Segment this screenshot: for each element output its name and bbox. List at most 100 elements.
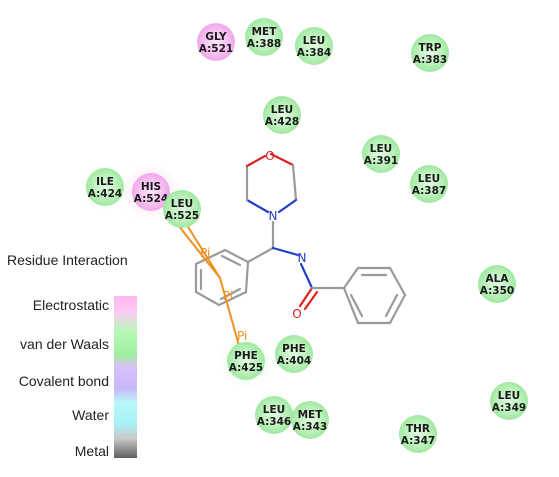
ligand-bond <box>246 246 275 264</box>
residue-chain: A:387 <box>412 185 446 197</box>
ligand-bond <box>349 293 364 318</box>
residue-chain: A:388 <box>247 38 281 50</box>
residue-chain: A:349 <box>492 402 526 414</box>
residue-name: ILE <box>96 176 114 188</box>
atom-nitrogen-morpholine: N <box>269 209 278 223</box>
residue-name: LEU <box>418 173 440 185</box>
atom-oxygen-carbonyl: O <box>292 307 301 321</box>
residue-name: ALA <box>486 273 510 285</box>
residue-name: LEU <box>370 143 392 155</box>
residue-disc <box>362 135 400 173</box>
residue-chain: A:347 <box>401 435 435 447</box>
residue-name: PHE <box>282 343 306 355</box>
residue-chain: A:343 <box>293 421 327 433</box>
residue-chain: A:521 <box>199 43 233 55</box>
residue-disc <box>291 401 329 439</box>
ligand-bond <box>271 246 300 257</box>
residue-disc <box>132 173 170 211</box>
residue-name: LEU <box>271 104 293 116</box>
residue-name: MET <box>298 409 324 421</box>
residue-chain: A:391 <box>364 155 398 167</box>
ligand-bond <box>219 287 242 301</box>
legend-label-vdw: van der Waals <box>20 336 109 352</box>
residue-chain: A:524 <box>134 193 168 205</box>
atom-nitrogen-amide: N <box>298 251 307 265</box>
residue-disc <box>478 265 516 303</box>
pi-label: Pi <box>237 329 247 343</box>
residue-disc <box>86 168 124 206</box>
residue-chain: A:424 <box>88 188 122 200</box>
residue-name: TRP <box>419 42 442 54</box>
residue-name: LEU <box>171 198 193 210</box>
residue-name: GLY <box>205 31 227 43</box>
residue-disc <box>295 27 333 65</box>
legend-title: Residue Interaction <box>7 252 128 268</box>
ligand-bond <box>269 152 295 167</box>
residue-disc <box>275 335 313 373</box>
pi-label: Pi <box>200 246 210 260</box>
residue-name: LEU <box>498 390 520 402</box>
residue-name: PHE <box>234 350 258 362</box>
residue-name: LEU <box>263 404 285 416</box>
ligand-bond <box>245 154 267 168</box>
legend-label-covalent: Covalent bond <box>18 373 109 389</box>
residue-chain: A:384 <box>297 47 331 59</box>
residue-chain: A:425 <box>229 362 263 374</box>
residue-name: MET <box>252 26 278 38</box>
ligand-bond <box>303 290 319 311</box>
residue-disc <box>410 165 448 203</box>
residue-chain: A:428 <box>265 116 299 128</box>
residue-disc <box>227 342 265 380</box>
residue-name: LEU <box>303 35 325 47</box>
residue-chain: A:383 <box>413 54 447 66</box>
ligand-bond <box>299 262 314 290</box>
benzoyl-ring <box>342 266 407 325</box>
residue-chain: A:350 <box>480 285 514 297</box>
legend-label-water: Water <box>72 407 109 423</box>
ligand-bond <box>277 198 298 214</box>
residue-disc <box>490 382 528 420</box>
residue-disc <box>245 18 283 56</box>
legend-color-bar <box>114 296 137 458</box>
residue-name: HIS <box>141 181 161 193</box>
legend-label-metal: Metal <box>74 443 109 459</box>
residue-name: THR <box>406 423 430 435</box>
residue-disc <box>197 23 235 61</box>
ligand-bond <box>291 163 298 202</box>
atom-oxygen-morpholine: O <box>265 149 274 163</box>
ligand-bond <box>220 254 242 267</box>
residue-disc <box>263 96 301 134</box>
residue-disc <box>399 415 437 453</box>
ligand-bond <box>298 286 314 308</box>
ligand <box>194 152 407 325</box>
residue-disc <box>255 396 293 434</box>
residue-chain: A:404 <box>277 355 311 367</box>
residue-chain: A:346 <box>257 416 291 428</box>
residue-disc <box>411 34 449 72</box>
residue-disc <box>163 190 201 228</box>
phenyl-ring <box>194 248 250 307</box>
pi-label: Pi <box>223 289 233 303</box>
legend-label-electrostatic: Electrostatic <box>32 297 109 313</box>
residue-chain: A:525 <box>165 210 199 222</box>
ligand-bond <box>384 293 399 318</box>
ligand-bond <box>245 198 270 214</box>
